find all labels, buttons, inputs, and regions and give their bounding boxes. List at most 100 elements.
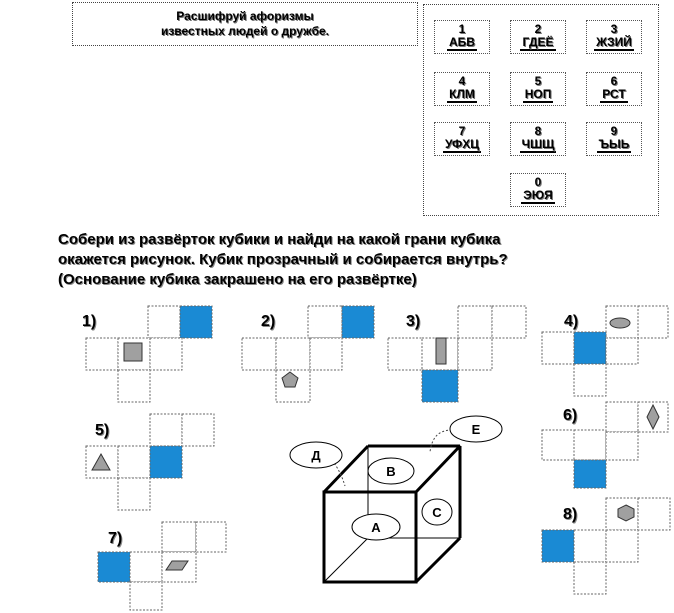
cube-edge — [414, 536, 462, 584]
net-label-5: 5) — [95, 422, 110, 439]
cube-hidden-edge — [323, 537, 369, 583]
cube-net-6 — [541, 401, 669, 489]
net-label-8: 8) — [563, 506, 578, 523]
transparent-cube-diagram: В А С Д Е — [289, 415, 503, 584]
net-label-2: 2) — [261, 313, 276, 330]
callout-line-e — [429, 429, 453, 453]
face-label-oval-d — [289, 441, 343, 469]
net-label-6: 6) — [563, 407, 578, 424]
net-label-1: 1) — [82, 313, 97, 330]
net-3-face — [387, 337, 423, 371]
net-5-face — [85, 445, 119, 479]
face-label-b: В — [386, 464, 395, 479]
task-instructions: Собери из развёрток кубики и найди на ка… — [58, 230, 618, 290]
net-8-base-face — [541, 529, 575, 563]
net-6-base-face — [573, 459, 607, 489]
oval-figure-icon — [609, 317, 631, 329]
cube-net-3 — [387, 305, 527, 403]
net-7-face — [129, 551, 163, 583]
square-figure-icon — [123, 342, 143, 362]
bar-figure-icon — [435, 337, 447, 365]
net-2-face — [241, 337, 277, 371]
net-2-face — [309, 337, 343, 371]
net-3-base-face — [421, 369, 459, 403]
cube-net-5 — [85, 413, 215, 511]
net-6-face — [605, 431, 639, 461]
net-4-face — [541, 331, 575, 365]
net-8-face — [637, 497, 671, 531]
net-7-face — [129, 581, 163, 611]
cube-net-1 — [85, 305, 213, 403]
face-label-a: А — [371, 520, 381, 535]
net-5-face — [181, 413, 215, 447]
task-line-1: Собери из развёрток кубики и найди на ка… — [58, 231, 501, 248]
net-6-face — [573, 429, 607, 461]
cube-net-2 — [241, 305, 375, 403]
net-4-face — [637, 305, 669, 339]
net-6-face — [541, 429, 575, 461]
parallelogram-figure-icon — [165, 560, 189, 571]
face-label-oval-b — [367, 457, 415, 485]
face-label-oval-a — [351, 513, 401, 541]
pentagon-figure-icon — [281, 371, 299, 388]
net-1-face — [85, 337, 119, 371]
cube-net-7 — [97, 521, 227, 611]
net-label-3: 3) — [406, 313, 421, 330]
net-1-face — [147, 305, 181, 339]
net-4-face — [605, 337, 639, 365]
net-5-base-face — [149, 445, 183, 479]
net-label-7: 7) — [108, 530, 123, 547]
net-4-face — [573, 363, 607, 397]
cube-edge — [322, 444, 370, 494]
face-label-oval-c — [421, 498, 453, 526]
net-2-face — [307, 305, 343, 339]
task-title-line-2: известных людей о дружбе. — [160, 24, 330, 38]
task-title-line-1: Расшифруй афоризмы — [176, 9, 314, 23]
net-label-4: 4) — [564, 313, 579, 330]
net-8-face — [573, 529, 607, 563]
net-7-face — [161, 521, 197, 553]
cube-edge — [414, 444, 462, 494]
hexagon-figure-icon — [617, 504, 635, 522]
net-7-base-face — [97, 551, 131, 583]
rhombus-figure-icon — [646, 403, 660, 431]
net-5-face — [117, 445, 151, 479]
net-2-base-face — [341, 305, 375, 339]
net-7-face — [195, 521, 227, 553]
net-1-face — [117, 369, 151, 403]
cube-net-4 — [541, 305, 669, 397]
net-3-face — [457, 305, 493, 339]
task-title-box: Расшифруй афоризмы известных людей о дру… — [72, 2, 418, 46]
face-label-oval-e — [449, 415, 503, 443]
cube-front-face — [322, 490, 418, 584]
face-label-e: Е — [472, 422, 481, 437]
task-line-3: (Основание кубика закрашено на его развё… — [58, 271, 417, 288]
net-5-face — [149, 413, 183, 447]
net-1-base-face — [179, 305, 213, 339]
net-2-face — [275, 337, 311, 371]
face-label-c: С — [432, 505, 442, 520]
net-5-face — [117, 477, 151, 511]
net-6-face — [605, 401, 639, 433]
net-8-face — [573, 561, 607, 595]
net-1-face — [149, 337, 183, 371]
net-8-face — [605, 529, 639, 563]
net-4-base-face — [573, 331, 607, 365]
task-line-2: окажется рисунок. Кубик прозрачный и соб… — [58, 251, 508, 268]
cube-net-8 — [541, 497, 671, 595]
net-3-face — [457, 337, 493, 371]
net-3-face — [491, 305, 527, 339]
triangle-figure-icon — [91, 452, 111, 471]
